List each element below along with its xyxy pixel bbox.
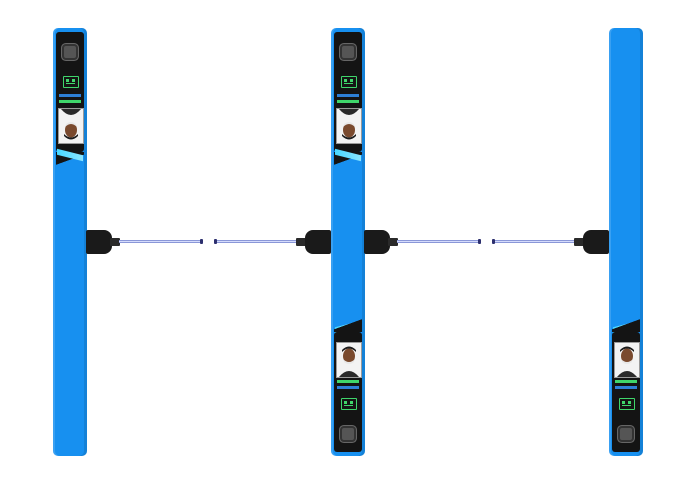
status-indicator	[59, 94, 81, 97]
control-panel-top	[56, 32, 84, 152]
status-indicator	[337, 94, 359, 97]
qr-scanner-icon	[63, 76, 79, 88]
arm-tip	[492, 239, 495, 244]
face-recognition-screen	[58, 108, 84, 144]
status-indicator	[59, 100, 81, 103]
status-indicator	[337, 100, 359, 103]
qr-scanner-icon	[341, 76, 357, 88]
arm-hub	[583, 230, 609, 254]
arm-hub	[305, 230, 331, 254]
person-face-icon	[337, 109, 361, 143]
control-panel-top	[334, 32, 362, 152]
card-reader-icon	[342, 46, 354, 58]
card-reader-icon	[64, 46, 76, 58]
person-face-icon	[615, 343, 639, 377]
control-panel-bottom	[334, 332, 362, 452]
arm-joint	[574, 238, 584, 246]
face-recognition-screen	[336, 108, 362, 144]
status-indicator	[337, 380, 359, 383]
arm-joint	[110, 238, 120, 246]
card-reader-icon	[620, 428, 632, 440]
status-indicator	[615, 386, 637, 389]
swing-arm	[217, 240, 296, 243]
swing-arm	[397, 240, 479, 243]
arm-joint	[388, 238, 398, 246]
face-recognition-screen	[336, 342, 362, 378]
panel-edge	[612, 314, 640, 332]
panel-edge	[334, 314, 362, 332]
arm-joint	[296, 238, 306, 246]
arm-tip	[200, 239, 203, 244]
qr-scanner-icon	[341, 398, 357, 410]
qr-scanner-icon	[619, 398, 635, 410]
control-panel-bottom	[612, 332, 640, 452]
person-face-icon	[337, 343, 361, 377]
pillar-middle	[331, 28, 365, 456]
arm-hub	[364, 230, 390, 254]
face-recognition-screen	[614, 342, 640, 378]
swing-arm	[119, 240, 201, 243]
pillar-right	[609, 28, 643, 456]
arm-hub	[86, 230, 112, 254]
status-indicator	[615, 380, 637, 383]
status-indicator	[337, 386, 359, 389]
card-reader-icon	[342, 428, 354, 440]
arm-tip	[214, 239, 217, 244]
person-face-icon	[59, 109, 83, 143]
arm-tip	[478, 239, 481, 244]
pillar-left	[53, 28, 87, 456]
swing-arm	[495, 240, 574, 243]
